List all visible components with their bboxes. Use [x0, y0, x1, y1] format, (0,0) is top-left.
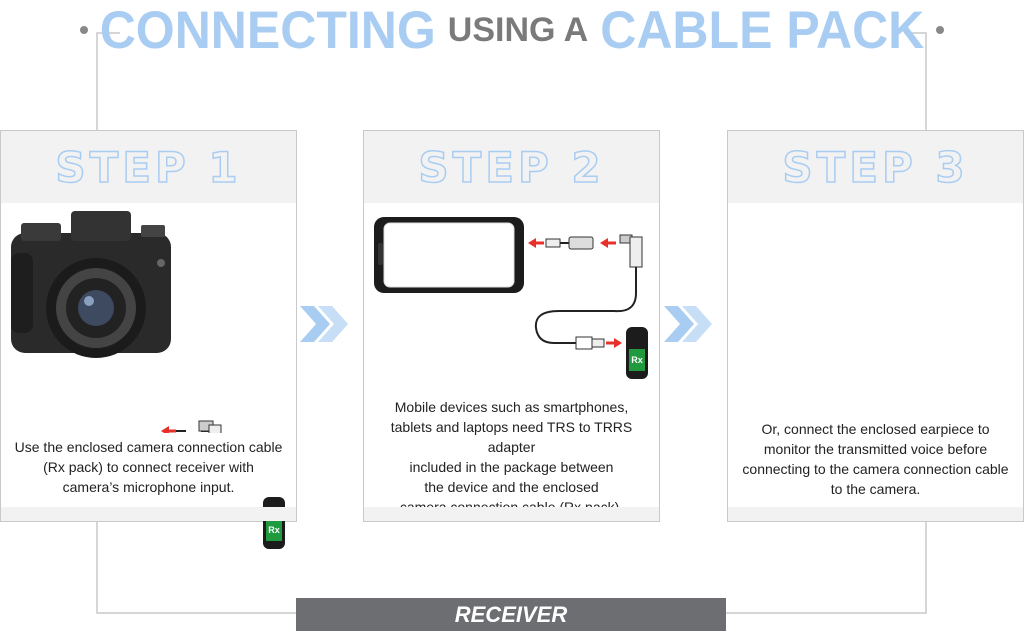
- title-using-a: USING A: [447, 10, 589, 49]
- title-dot-right: [936, 26, 945, 34]
- step-3-header: STEP 3: [728, 131, 1023, 203]
- rx-badge-2: Rx: [629, 349, 645, 371]
- step-1-line-1: Use the enclosed camera connection cable: [14, 439, 283, 455]
- step-1-line-3: camera’s microphone input.: [62, 479, 235, 495]
- step-1-panel: STEP 1 Rx Use the e: [0, 130, 297, 549]
- step-2-label: STEP 2: [418, 142, 605, 193]
- camera-icon: [11, 211, 171, 358]
- step-2-line-1: Mobile devices such as smartphones,: [394, 399, 629, 415]
- step-1-label: STEP 1: [55, 142, 242, 193]
- title-connecting: CONNECTING: [99, 0, 436, 60]
- step-3-label: STEP 3: [782, 142, 969, 193]
- step-3-footer: [728, 507, 1023, 521]
- rx-receiver: Rx: [263, 497, 285, 549]
- step-3-line-4: to the camera.: [830, 481, 921, 497]
- step-2-line-3: included in the package between: [409, 459, 614, 475]
- smartphone-illustration: [374, 217, 643, 350]
- step-1-line-2: (Rx pack) to connect receiver with: [43, 459, 254, 475]
- step-1-description: Use the enclosed camera connection cable…: [7, 437, 290, 497]
- step-3-line-1: Or, connect the enclosed earpiece to: [761, 421, 990, 437]
- camera-illustration: [11, 211, 222, 433]
- page-title: CONNECTING USING A CABLE PACK: [0, 0, 1024, 60]
- receiver-bar: RECEIVER: [296, 598, 726, 631]
- step-3-panel: STEP 3 Or, connect the enclosed earpiece…: [727, 130, 1024, 522]
- chevron-right-icon: [300, 306, 348, 342]
- step-2-line-2: tablets and laptops need TRS to TRRS ada…: [390, 419, 633, 455]
- step-2-header: STEP 2: [364, 131, 659, 203]
- step-3-description: Or, connect the enclosed earpiece to mon…: [734, 419, 1017, 499]
- step-3-line-2: monitor the transmitted voice before: [763, 441, 988, 457]
- step-3-line-3: connecting to the camera connection cabl…: [742, 461, 1009, 477]
- chevron-right-icon-2: [664, 306, 712, 342]
- title-dot-left: [79, 26, 88, 34]
- step-1-header: STEP 1: [1, 131, 296, 203]
- step-2-description: Mobile devices such as smartphones, tabl…: [370, 397, 653, 517]
- step-2-footer: [364, 507, 659, 521]
- smartphone-icon: [374, 217, 524, 293]
- rx-receiver-2: Rx: [626, 327, 648, 379]
- step-1-footer: [1, 507, 296, 521]
- title-cable-pack: CABLE PACK: [600, 0, 925, 60]
- step-2-panel: STEP 2 Rx Mobile devices such as smartph…: [363, 130, 660, 522]
- rx-badge: Rx: [266, 519, 282, 541]
- step-2-line-4: the device and the enclosed: [424, 479, 599, 495]
